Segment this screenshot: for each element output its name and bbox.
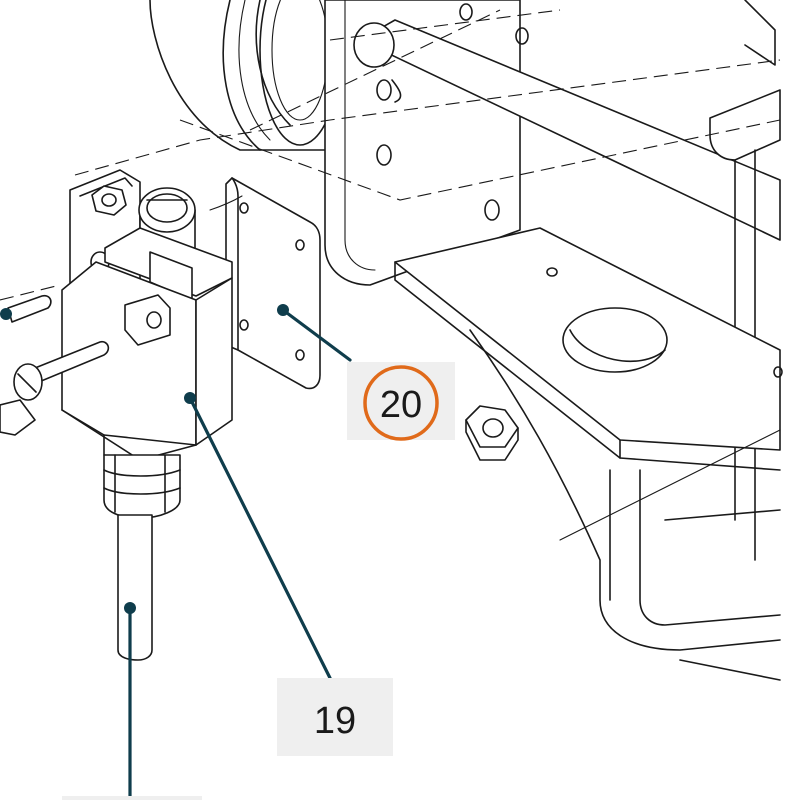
- leader-line-19: [188, 396, 332, 680]
- machine-frame: [149, 0, 783, 681]
- leader-dot-19: [184, 392, 196, 404]
- callout-label-20: 20: [380, 384, 422, 426]
- center-lines: [0, 9, 781, 301]
- leader-dot-screw: [0, 308, 12, 320]
- callout-19: 19: [277, 678, 393, 756]
- leader-dot-cable: [124, 602, 136, 614]
- callout-label-19: 19: [314, 700, 356, 742]
- callout-box-partial: [62, 796, 202, 800]
- hex-nut-icon: [465, 405, 519, 461]
- callout-box-19: [277, 678, 393, 756]
- leader-lines: [0, 304, 352, 800]
- screw-head-icon: [13, 363, 43, 401]
- leader-line-20: [281, 308, 352, 362]
- leader-dot-20: [277, 304, 289, 316]
- callout-20: 20: [347, 362, 455, 441]
- limit-switch: [61, 169, 233, 661]
- mounting-screws: [0, 294, 110, 436]
- callout-highlight-ring: [363, 365, 439, 441]
- switch-mounting-plate: [209, 177, 321, 390]
